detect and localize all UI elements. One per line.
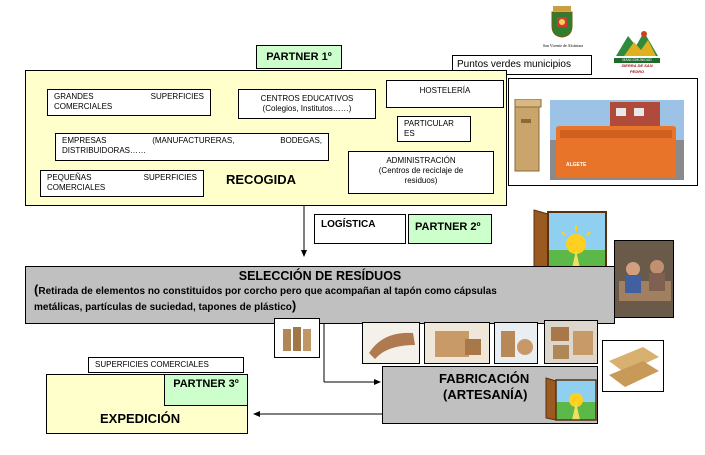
- fabricacion-subtitle: (ARTESANÍA): [443, 387, 528, 402]
- seleccion-desc-line1: Retirada de elementos no constituidos po…: [38, 286, 496, 297]
- workers-photo: [614, 240, 674, 318]
- seleccion-description: (Retirada de elementos no constituidos p…: [26, 283, 614, 315]
- workers-photo-icon: [615, 241, 674, 318]
- grandes-superficies-line2: COMERCIALES: [54, 102, 204, 112]
- hosteleria-box: HOSTELERÍA: [386, 80, 504, 108]
- cork-photo-1: [274, 318, 320, 358]
- seleccion-title: SELECCIÓN DE RESÍDUOS: [26, 269, 614, 283]
- particulares-line1: PARTICULAR: [404, 119, 464, 129]
- cork-stoppers-icon: [275, 319, 320, 358]
- administracion-line1: ADMINISTRACIÓN: [355, 156, 487, 166]
- cork-sheet-icon: [363, 323, 420, 364]
- seleccion-box: SELECCIÓN DE RESÍDUOS (Retirada de eleme…: [25, 266, 615, 324]
- town-crest-caption: San Vicente de Alcántara: [530, 43, 596, 48]
- cardboard-bin-icon: [513, 99, 543, 173]
- expedicion-title: EXPEDICIÓN: [100, 411, 220, 426]
- grandes-superficies-box: GRANDES SUPERFICIES COMERCIALES: [47, 89, 211, 116]
- crest-icon: [549, 6, 575, 38]
- centros-educativos-line2: (Colegios, Institutos……): [245, 104, 369, 114]
- centros-educativos-box: CENTROS EDUCATIVOS (Colegios, Institutos…: [238, 89, 376, 119]
- particulares-line2: ES: [404, 129, 464, 139]
- cork-box-icon: [425, 323, 490, 364]
- cork-photo-6: [602, 340, 664, 392]
- town-crest-logo: [549, 6, 575, 38]
- orange-container-photo: [550, 100, 684, 180]
- cork-photo-3: [424, 322, 490, 364]
- cardboard-bin-photo: [513, 99, 543, 173]
- mountain-logo-icon: [614, 28, 660, 58]
- cork-boards-icon: [603, 341, 664, 392]
- pequenas-superficies-line2: COMERCIALES: [47, 183, 197, 193]
- door-sunrise-small-icon: [544, 376, 598, 422]
- empresas-box: EMPRESAS (MANUFACTURERAS, BODEGAS, DISTR…: [55, 133, 329, 161]
- administracion-line3: residuos): [355, 176, 487, 186]
- particulares-box: PARTICULAR ES: [397, 116, 471, 142]
- partner-2-box: PARTNER 2º: [408, 214, 492, 244]
- mancomunidad-logo: MANCOMUNIDAD SIERRA DE SAN PEDRO: [614, 28, 660, 70]
- fabricacion-title: FABRICACIÓN: [439, 371, 529, 386]
- logistica-box: LOGÍSTICA: [314, 214, 406, 244]
- administracion-box: ADMINISTRACIÓN (Centros de reciclaje de …: [348, 151, 494, 194]
- partner-3-box: PARTNER 3º: [164, 375, 247, 406]
- orange-container-icon: [550, 100, 684, 180]
- seleccion-desc-line2: metálicas, partículas de suciedad, tapon…: [34, 302, 292, 313]
- empresas-line1: EMPRESAS (MANUFACTURERAS, BODEGAS,: [62, 136, 322, 146]
- cork-items-icon: [495, 323, 538, 364]
- pequenas-superficies-box: PEQUEÑAS SUPERFICIES COMERCIALES: [40, 170, 204, 197]
- cork-photo-5: [544, 320, 598, 364]
- cork-photo-2: [362, 322, 420, 364]
- empresas-line2: DISTRIBUIDORAS……: [62, 146, 322, 156]
- cork-photo-4: [494, 322, 538, 364]
- superficies-comerciales-label: SUPERFICIES COMERCIALES: [88, 357, 244, 373]
- container-photo-text: ALGETE: [566, 162, 606, 168]
- pequenas-superficies-line1: PEQUEÑAS SUPERFICIES: [47, 173, 197, 183]
- grandes-superficies-line1: GRANDES SUPERFICIES: [54, 92, 204, 102]
- mancomunidad-caption: SIERRA DE SAN PEDRO: [614, 63, 660, 75]
- centros-educativos-line1: CENTROS EDUCATIVOS: [245, 94, 369, 104]
- administracion-line2: (Centros de reciclaje de: [355, 166, 487, 176]
- partner-1-box: PARTNER 1º: [256, 45, 342, 69]
- recogida-title: RECOGIDA: [226, 172, 326, 187]
- seleccion-close-paren: ): [292, 298, 296, 313]
- cork-crafts-icon: [545, 321, 598, 364]
- door-sunrise-illustration-bottom: [544, 376, 598, 422]
